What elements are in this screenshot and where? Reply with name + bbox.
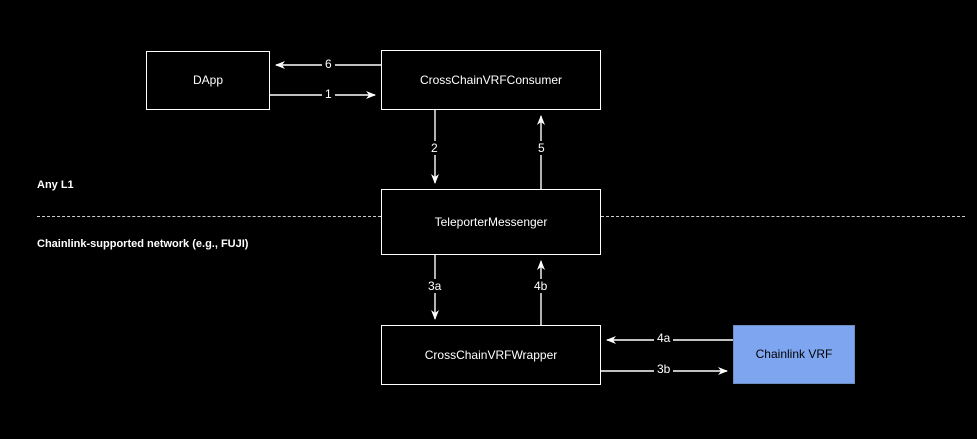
edge-label-5: 5 — [535, 141, 548, 155]
network-divider-line-right — [601, 216, 965, 217]
node-teleportermessenger[interactable]: TeleporterMessenger — [381, 189, 601, 255]
region-label-chainlink-network: Chainlink-supported network (e.g., FUJI) — [37, 238, 249, 250]
node-crosschainvrfwrapper[interactable]: CrossChainVRFWrapper — [381, 325, 601, 385]
node-crosschainvrfconsumer[interactable]: CrossChainVRFConsumer — [381, 50, 601, 110]
region-label-any-l1: Any L1 — [37, 179, 74, 191]
node-chainlink-vrf[interactable]: Chainlink VRF — [733, 325, 855, 384]
node-dapp[interactable]: DApp — [146, 51, 270, 110]
edge-label-4b: 4b — [531, 279, 551, 293]
edge-label-4a: 4a — [654, 331, 674, 345]
edge-label-1: 1 — [322, 87, 335, 101]
edge-label-3b: 3b — [654, 362, 674, 376]
edge-label-2: 2 — [428, 141, 441, 155]
edge-label-3a: 3a — [425, 279, 445, 293]
network-divider-line — [37, 216, 381, 217]
edge-label-6: 6 — [322, 57, 335, 71]
